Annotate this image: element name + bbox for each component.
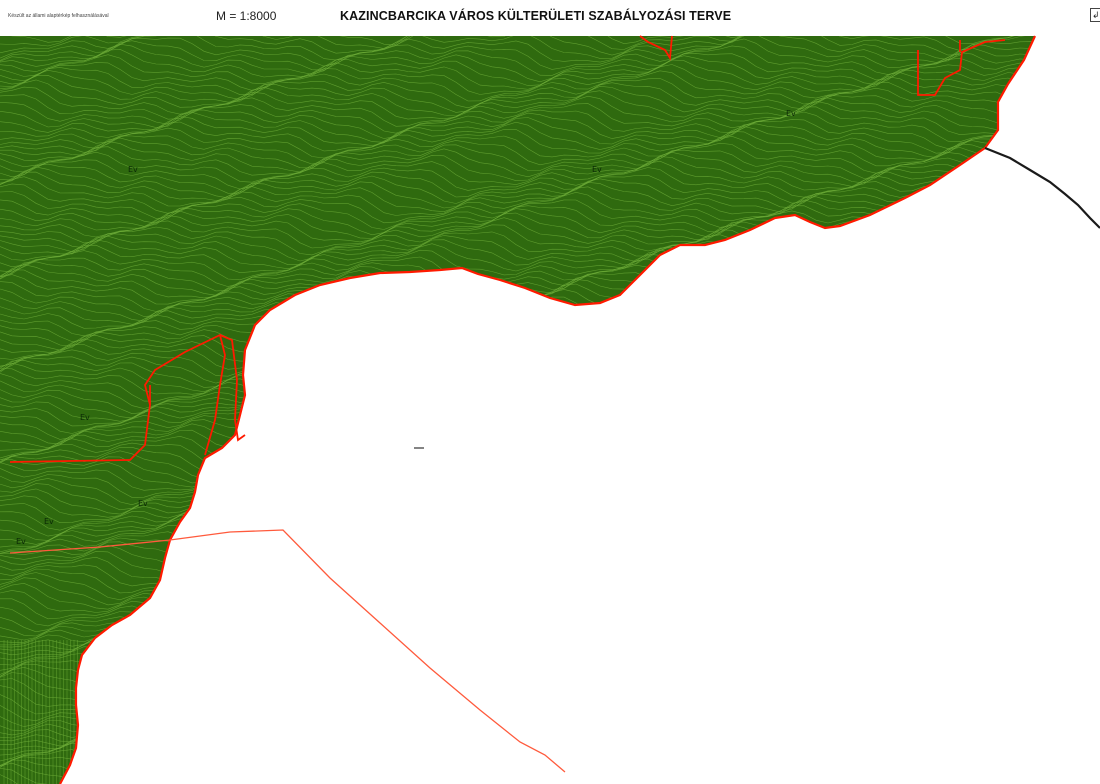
contour-line — [0, 116, 1035, 150]
contour-line — [0, 126, 1035, 159]
zone-label: Ev — [128, 165, 138, 174]
parcel-line — [639, 35, 673, 61]
zone-label: Ev — [80, 413, 90, 422]
contour-line — [0, 131, 1035, 165]
contour-line — [0, 156, 1035, 190]
map-subtitle: Készült az állami alaptérkép felhasználá… — [8, 13, 109, 19]
forest-boundary-line — [59, 35, 1036, 784]
contour-line — [0, 43, 1035, 76]
contour-line — [0, 589, 1035, 622]
contour-line — [0, 596, 1035, 627]
contour-line — [0, 692, 1035, 725]
contour-line — [0, 752, 1035, 784]
contour-line — [0, 762, 1035, 784]
corner-icon: ↲ — [1092, 10, 1100, 20]
map-title: KAZINCBARCIKA VÁROS KÜLTERÜLETI SZABÁLYO… — [340, 9, 732, 23]
contour-line — [0, 625, 1035, 657]
contour-line — [0, 64, 1035, 95]
contour-line — [0, 652, 1035, 683]
contour-line — [0, 599, 1035, 633]
road-line — [984, 146, 1100, 229]
contour-line — [0, 671, 1035, 705]
regulation-line — [9, 529, 566, 773]
contour-line — [0, 38, 1035, 71]
contour-line — [0, 677, 1035, 710]
contour-line — [0, 106, 1035, 139]
contour-line — [0, 630, 1035, 662]
contour-line — [0, 121, 1035, 154]
contour-line — [0, 636, 1035, 669]
contour-line — [0, 176, 1035, 209]
contour-line — [0, 721, 1035, 755]
contour-line — [0, 100, 1035, 134]
contour-line — [0, 621, 1035, 653]
contour-line — [0, 36, 1035, 67]
contour-line — [0, 742, 1035, 775]
contour-line — [0, 758, 1035, 784]
contour-line — [0, 85, 1035, 118]
contour-line — [0, 718, 1035, 750]
contour-line — [0, 191, 1035, 224]
contour-line — [0, 135, 1035, 169]
contour-line — [0, 166, 1035, 199]
contour-line — [0, 74, 1035, 109]
map-header: Készült az állami alaptérkép felhasználá… — [0, 0, 1100, 36]
contour-line — [0, 682, 1035, 715]
contour-line — [0, 151, 1035, 184]
contour-line — [0, 95, 1035, 128]
contour-line — [0, 733, 1035, 765]
contour-line — [0, 707, 1035, 740]
contour-line — [0, 59, 1035, 91]
contour-line — [0, 36, 1035, 61]
map-scale: M = 1:8000 — [216, 9, 277, 23]
contour-line — [0, 774, 1035, 784]
zone-label: Ev — [16, 537, 26, 546]
parcel-line — [9, 333, 226, 463]
zone-label: Ev — [786, 109, 796, 118]
contour-line — [0, 610, 1035, 643]
contour-line — [0, 748, 1035, 779]
contour-line — [0, 584, 1035, 617]
contour-line — [0, 662, 1035, 693]
contour-line — [0, 702, 1035, 736]
contour-line — [0, 656, 1035, 686]
zone-label: Ev — [44, 517, 54, 526]
contour-line — [0, 79, 1035, 113]
contour-line — [0, 768, 1035, 784]
contour-line — [0, 111, 1035, 143]
zone-label: Ev — [592, 165, 602, 174]
contour-line — [0, 36, 1035, 56]
parcel-line — [219, 334, 246, 442]
contour-line — [0, 666, 1035, 700]
contour-line — [0, 614, 1035, 649]
contour-line — [0, 160, 1035, 194]
contour-line — [0, 640, 1035, 675]
forest-area — [0, 36, 1035, 784]
corner-control-button[interactable]: ↲ — [1090, 8, 1100, 22]
contour-line — [0, 605, 1035, 638]
contour-line — [0, 171, 1035, 204]
contour-line — [0, 580, 1035, 612]
contour-line — [0, 646, 1035, 680]
contour-line — [0, 696, 1035, 730]
contour-line — [0, 711, 1035, 745]
parcel-boundaries — [9, 35, 1006, 463]
contour-line — [0, 186, 1035, 221]
zone-label: Ev — [138, 499, 148, 508]
contour-line — [0, 726, 1035, 761]
parcel-line — [917, 39, 1006, 96]
contour-line — [0, 736, 1035, 771]
contour-line — [0, 687, 1035, 720]
